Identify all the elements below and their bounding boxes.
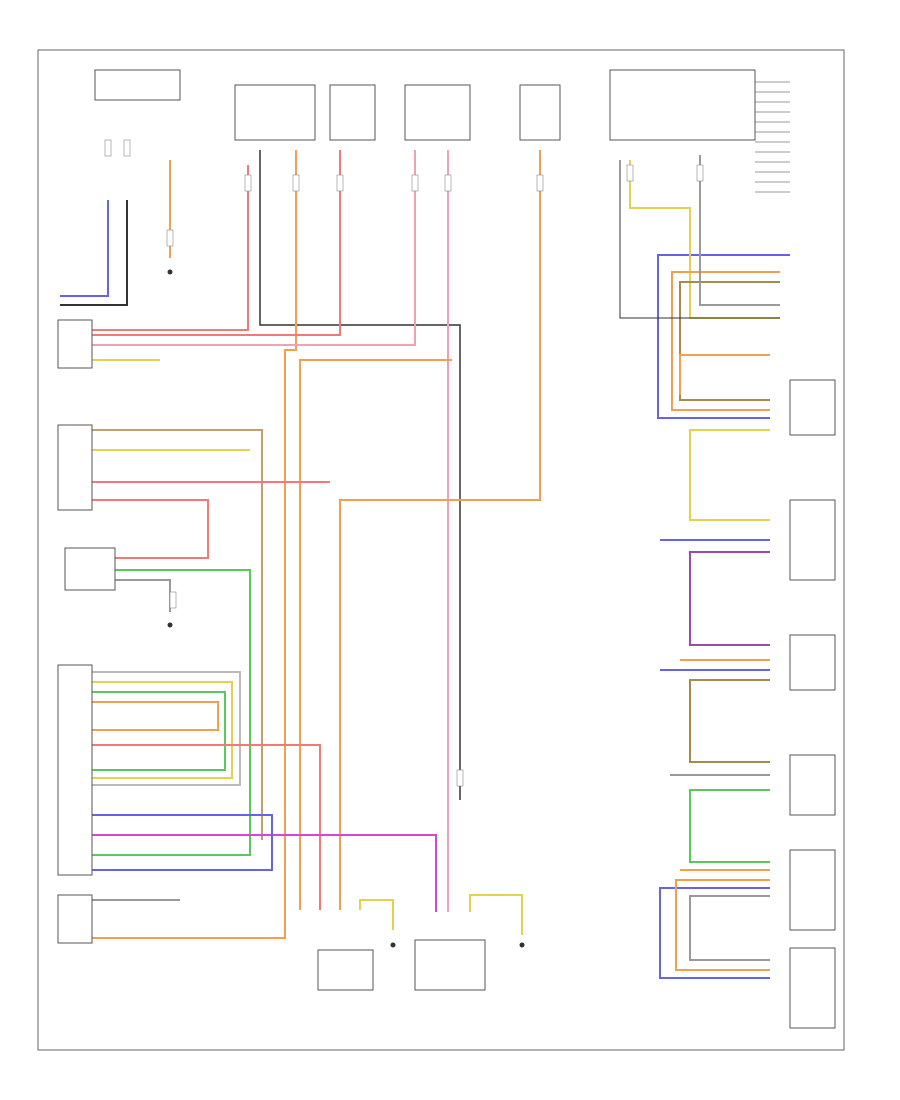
wire-green-sensor <box>92 569 251 856</box>
right-actuator-2 <box>789 499 836 581</box>
wire-orange-2 <box>339 150 541 910</box>
bottom-components <box>317 939 486 991</box>
wire-red-sensor <box>92 499 209 559</box>
right-actuator-3 <box>789 634 836 691</box>
wire-brown-switch <box>92 429 263 840</box>
wire-tags <box>104 139 704 787</box>
left-main-control-unit <box>57 664 93 876</box>
wire-right-yellow-2 <box>689 429 770 521</box>
right-actuator-1 <box>789 379 836 436</box>
wire-main-1 <box>60 671 241 786</box>
right-connector-stack <box>755 81 790 193</box>
wire-main-4 <box>60 701 219 731</box>
wire-right-green <box>689 789 770 863</box>
wire-right-brown-2 <box>689 679 770 763</box>
wire-blue <box>60 200 109 297</box>
wire-right-gray <box>699 155 780 306</box>
wire-pink-1 <box>92 150 416 346</box>
wire-right-orange-2 <box>679 354 770 395</box>
left-control-module-1 <box>57 319 93 369</box>
wire-right-blue-4 <box>659 887 770 979</box>
wire-red-1 <box>92 165 249 331</box>
wire-main-blue <box>92 814 273 871</box>
wire-black-2 <box>259 150 461 800</box>
top-fuse-1 <box>234 84 316 141</box>
wire-right-brown <box>679 281 780 401</box>
wire-orange-3 <box>299 359 452 910</box>
wire-right-orange <box>671 271 780 411</box>
top-components <box>94 69 790 948</box>
right-actuator-4 <box>789 754 836 816</box>
wire-main-3 <box>60 691 226 771</box>
wire-right-yellow <box>629 160 780 319</box>
wire-right-black <box>619 160 780 319</box>
wire-orange-1 <box>92 150 297 939</box>
wire-gray-sensor <box>115 579 171 612</box>
top-fuse-box-left <box>94 69 181 101</box>
wire-red-2 <box>92 150 341 336</box>
wires <box>60 150 790 979</box>
bottom-module-1 <box>317 949 374 991</box>
bottom-module-2 <box>414 939 486 991</box>
left-sensor <box>64 547 116 591</box>
left-bottom-motor <box>57 894 93 944</box>
wire-right-purple <box>689 551 770 646</box>
ground-symbols <box>167 269 525 948</box>
wire-black <box>60 200 128 306</box>
right-actuator-6 <box>789 947 836 1029</box>
right-components <box>789 379 836 1029</box>
top-fuse-4 <box>519 84 561 141</box>
wire-right-blue <box>657 254 790 419</box>
wire-right-orange-5 <box>675 879 770 971</box>
right-actuator-5 <box>789 849 836 931</box>
top-fuse-2 <box>329 84 376 141</box>
wire-main-5 <box>92 744 321 910</box>
wire-right-gray-3 <box>689 895 770 961</box>
wire-main-2 <box>60 681 233 779</box>
diagram-border <box>37 49 845 1051</box>
wire-main-magenta <box>92 834 437 912</box>
left-components <box>57 319 116 944</box>
wire-yellow-bottom-2 <box>469 894 523 935</box>
top-fuse-3 <box>404 84 471 141</box>
top-relay-right <box>609 69 756 141</box>
left-switch <box>57 424 93 511</box>
wire-yellow-bottom <box>359 899 394 930</box>
